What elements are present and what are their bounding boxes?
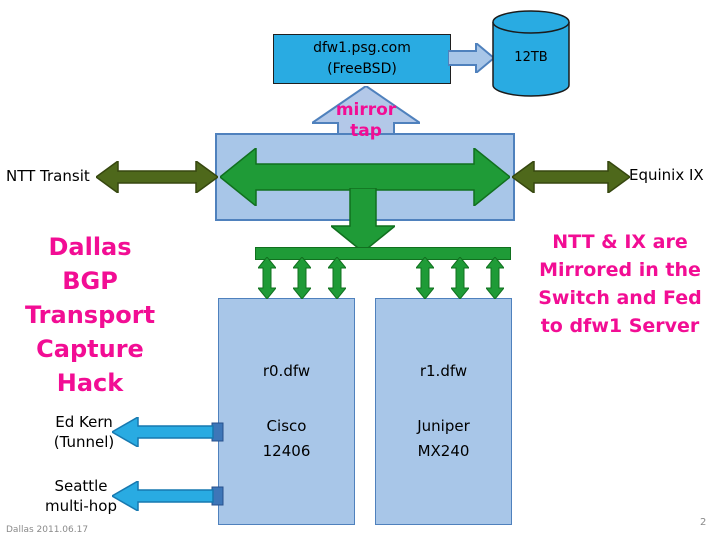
- bus-bar: [255, 247, 511, 260]
- tunnel-seattle-line1: Seattle: [54, 477, 108, 495]
- switch-internal-double-arrow: [220, 148, 510, 206]
- bus-link-arrow-3: [328, 257, 346, 299]
- title-line-1: Dallas: [48, 233, 132, 261]
- router-r0-model: 12406: [262, 442, 311, 460]
- router-r0-vendor: Cisco: [266, 417, 307, 435]
- bus-link-arrow-6: [486, 257, 504, 299]
- mirror-note: NTT & IX are Mirrored in the Switch and …: [522, 228, 718, 340]
- tunnel-seattle-arrow-shape: [112, 481, 214, 511]
- bus-link-arrow-6-shape: [486, 257, 504, 299]
- bus-link-arrow-4-shape: [416, 257, 434, 299]
- slide-title: Dallas BGP Transport Capture Hack: [8, 230, 172, 400]
- router-box-r0: r0.dfw Cisco 12406: [218, 298, 355, 525]
- mirror-tap-line2: tap: [350, 121, 382, 141]
- mirror-tap-label: mirror tap: [312, 100, 420, 142]
- bus-link-arrow-4: [416, 257, 434, 299]
- router-r1-vendor: Juniper: [417, 417, 470, 435]
- mirror-tap-line1: mirror: [335, 100, 397, 120]
- title-line-4: Capture: [36, 335, 144, 363]
- tunnel-seattle-arrow: [112, 481, 224, 511]
- title-line-5: Hack: [56, 369, 124, 397]
- tunnel-seattle-line2: multi-hop: [45, 497, 117, 515]
- note-line-1: NTT & IX are: [552, 231, 688, 253]
- switch-to-bus-arrow: [331, 188, 395, 252]
- storage-cylinder: [492, 10, 570, 97]
- ntt-transit-label: NTT Transit: [6, 167, 90, 185]
- switch-internal-double-arrow-shape: [220, 148, 510, 206]
- footer-date: Dallas 2011.06.17: [6, 525, 89, 535]
- bus-link-arrow-3-shape: [328, 257, 346, 299]
- equinix-ix-label: Equinix IX: [629, 166, 704, 184]
- router-box-r1: r1.dfw Juniper MX240: [375, 298, 512, 525]
- ntt-transit-arrow: [96, 161, 218, 193]
- router-r1-model: MX240: [417, 442, 470, 460]
- title-line-3: Transport: [24, 301, 156, 329]
- bus-link-arrow-5-shape: [451, 257, 469, 299]
- switch-to-bus-arrow-shape: [331, 188, 395, 252]
- router-r0-name: r0.dfw: [262, 362, 311, 380]
- title-line-2: BGP: [62, 267, 118, 295]
- router-r1-name: r1.dfw: [419, 362, 468, 380]
- storage-cylinder-body: [492, 22, 570, 97]
- bus-link-arrow-5: [451, 257, 469, 299]
- tunnel-edkern-label: Ed Kern (Tunnel): [44, 412, 124, 452]
- server-box: dfw1.psg.com (FreeBSD): [273, 34, 451, 84]
- page-number: 2: [700, 517, 707, 528]
- bus-link-arrow-2: [293, 257, 311, 299]
- tunnel-edkern-line2: (Tunnel): [53, 433, 115, 451]
- equinix-ix-arrow: [512, 161, 630, 193]
- equinix-ix-arrow-shape: [512, 161, 630, 193]
- server-to-storage-arrow: [448, 43, 494, 73]
- tunnel-seattle-label: Seattle multi-hop: [38, 476, 124, 516]
- storage-cylinder-top: [492, 10, 570, 34]
- bus-link-arrow-2-shape: [293, 257, 311, 299]
- bus-link-arrow-1-shape: [258, 257, 276, 299]
- bus-link-arrow-1: [258, 257, 276, 299]
- server-os: (FreeBSD): [327, 61, 397, 77]
- tunnel-edkern-arrow: [112, 417, 224, 447]
- server-to-storage-arrow-shape: [448, 43, 494, 73]
- note-line-2: Mirrored in the: [539, 259, 701, 281]
- tunnel-edkern-arrow-shape: [112, 417, 214, 447]
- storage-label: 12TB: [514, 50, 548, 65]
- ntt-transit-arrow-shape: [96, 161, 218, 193]
- tunnel-edkern-line1: Ed Kern: [55, 413, 113, 431]
- bus-bar-shape: [255, 247, 511, 260]
- note-line-4: to dfw1 Server: [540, 315, 700, 337]
- note-line-3: Switch and Fed: [538, 287, 702, 309]
- server-name: dfw1.psg.com: [313, 40, 411, 56]
